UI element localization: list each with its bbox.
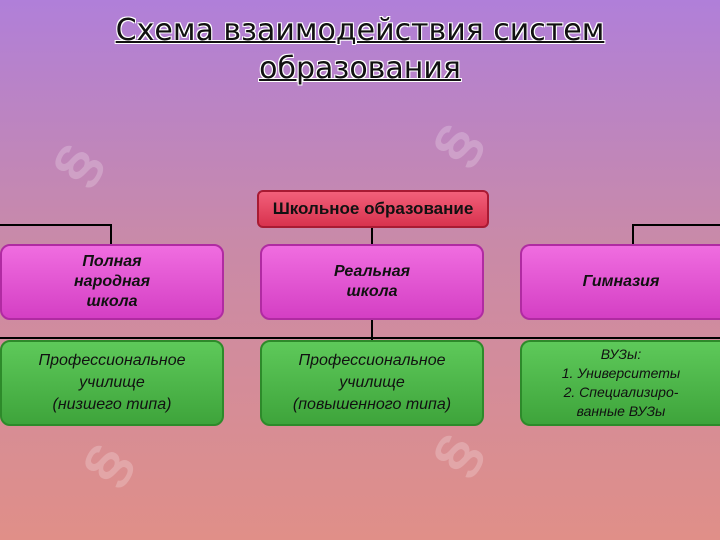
node-label: ВУЗы: 1. Университеты 2. Специализиро- в… (561, 346, 681, 419)
watermark-icon: § (69, 433, 145, 496)
node-vocational-lower: Профессиональное училище (низшего типа) (0, 340, 224, 426)
watermark-icon: § (39, 133, 115, 196)
watermark-icon: § (419, 113, 495, 176)
node-real-school: Реальная школа (260, 244, 484, 320)
root-node-school-education: Школьное образование (257, 190, 489, 228)
connector-line (632, 224, 634, 244)
slide-title: Схема взаимодействия систем образования (0, 12, 720, 88)
node-label: Реальная школа (333, 263, 411, 300)
node-label: Профессиональное училище (повышенного ти… (292, 352, 452, 413)
connector-line (0, 337, 720, 339)
node-full-folk-school: Полная народная школа (0, 244, 224, 320)
root-node-label: Школьное образование (272, 199, 474, 218)
connector-line (0, 224, 112, 226)
title-line-2: образования (259, 51, 461, 86)
node-label: Гимназия (582, 273, 660, 290)
connector-line (110, 224, 112, 244)
node-universities: ВУЗы: 1. Университеты 2. Специализиро- в… (520, 340, 720, 426)
node-gymnasium: Гимназия (520, 244, 720, 320)
node-label: Полная народная школа (74, 253, 150, 310)
node-label: Профессиональное училище (низшего типа) (38, 352, 186, 413)
title-line-1: Схема взаимодействия систем (115, 13, 605, 48)
watermark-icon: § (419, 423, 495, 486)
connector-line (632, 224, 720, 226)
node-vocational-higher: Профессиональное училище (повышенного ти… (260, 340, 484, 426)
